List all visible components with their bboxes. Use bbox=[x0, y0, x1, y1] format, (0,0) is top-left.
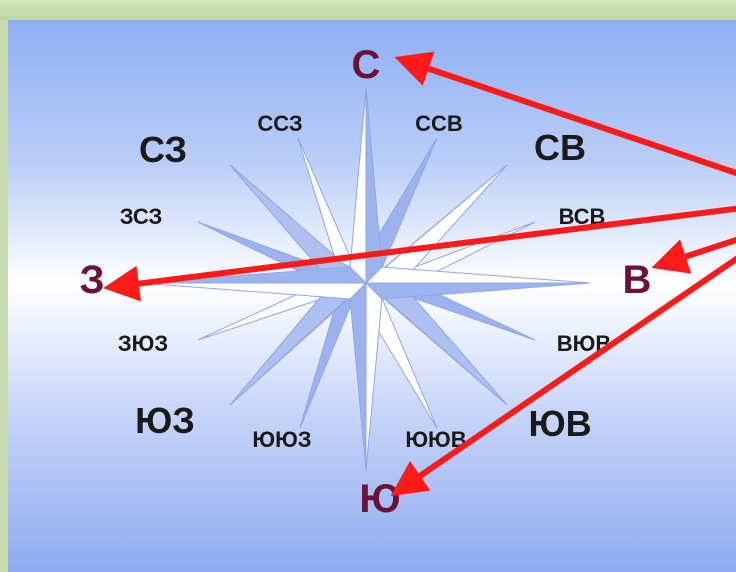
label-south-southwest: ЮЮЗ bbox=[252, 427, 311, 452]
label-north: С bbox=[352, 43, 381, 87]
label-northwest: СЗ bbox=[139, 129, 187, 170]
label-southeast: ЮВ bbox=[528, 403, 591, 444]
label-west-northwest: ЗСЗ bbox=[120, 204, 163, 229]
label-northeast: СВ bbox=[534, 127, 586, 168]
label-southwest: ЮЗ bbox=[135, 400, 195, 441]
arrow-to-east bbox=[660, 238, 736, 265]
label-west-southwest: ЗЮЗ bbox=[118, 331, 168, 356]
label-south: Ю bbox=[359, 477, 400, 521]
label-north-northeast: ССВ bbox=[415, 111, 463, 136]
cardinal-spikes bbox=[140, 88, 590, 470]
compass-star bbox=[140, 88, 590, 470]
label-east: В bbox=[623, 258, 652, 302]
label-west: З bbox=[79, 258, 104, 302]
label-north-northwest: ССЗ bbox=[257, 111, 302, 136]
